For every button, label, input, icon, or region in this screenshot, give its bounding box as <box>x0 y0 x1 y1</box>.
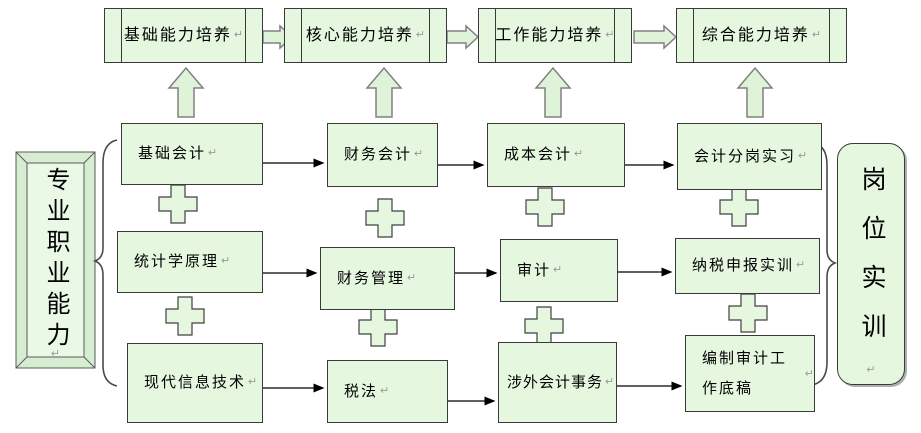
stage-box-basic: 基础能力培养↵ <box>104 8 263 63</box>
course-box: 财务管理↵ <box>320 247 455 310</box>
course-label: 审计 <box>517 262 552 279</box>
course-box: 税法↵ <box>327 360 448 423</box>
return-mark: ↵ <box>553 263 563 276</box>
right-training-label: 岗位实训 <box>858 166 885 362</box>
course-box: 涉外会计事务↵ <box>498 342 617 423</box>
course-label: 涉外会计事务 <box>507 374 604 391</box>
up-arrow-icon <box>167 66 774 118</box>
course-label: 成本会计 <box>504 147 573 163</box>
course-box: 会计分岗实习↵ <box>677 123 822 190</box>
return-mark: ↵ <box>50 348 61 360</box>
course-arrow-line <box>262 158 683 406</box>
course-box: 基础会计↵ <box>121 123 263 185</box>
course-box: 现代信息技术↵ <box>127 343 263 423</box>
course-label: 统计学原理 <box>134 254 220 270</box>
return-mark: ↵ <box>574 148 584 161</box>
left-capability-frame-shape <box>15 151 96 369</box>
return-mark: ↵ <box>221 255 231 268</box>
stage-label: 工作能力培养 <box>495 26 604 44</box>
left-capability-label: 专业职业能力 <box>42 167 68 353</box>
return-mark: ↵ <box>605 375 615 388</box>
return-mark: ↵ <box>407 271 417 284</box>
return-mark: ↵ <box>414 148 424 161</box>
stage-label: 核心能力培养 <box>305 26 414 44</box>
course-box: 成本会计↵ <box>487 123 625 187</box>
return-mark: ↵ <box>804 367 814 380</box>
course-box: 统计学原理↵ <box>117 231 263 293</box>
return-mark: ↵ <box>798 149 808 162</box>
stage-label: 基础能力培养 <box>123 26 232 44</box>
left-capability-box: 专业职业能力 ↵ <box>16 152 95 368</box>
return-mark: ↵ <box>811 28 822 41</box>
course-label: 税法 <box>344 383 379 400</box>
course-box: 编制审计工作底稿 ↵ <box>685 335 815 412</box>
course-label: 基础会计 <box>138 146 207 162</box>
course-label: 编制审计工作底稿 <box>702 350 788 397</box>
course-box: 纳税申报实训↵ <box>675 238 820 294</box>
course-label: 财务会计 <box>344 147 413 163</box>
stage-box-core: 核心能力培养↵ <box>284 8 447 63</box>
course-box: 审计↵ <box>500 239 618 302</box>
stage-label: 综合能力培养 <box>701 26 810 44</box>
return-mark: ↵ <box>233 28 244 41</box>
return-mark: ↵ <box>380 384 390 397</box>
course-label: 现代信息技术 <box>144 375 247 391</box>
return-mark: ↵ <box>415 28 426 41</box>
course-label: 会计分岗实习 <box>694 148 797 165</box>
return-mark: ↵ <box>208 147 218 160</box>
left-brace <box>92 139 118 387</box>
return-mark: ↵ <box>796 259 806 272</box>
stage-box-work: 工作能力培养↵ <box>478 8 632 63</box>
stage-box-comprehensive: 综合能力培养↵ <box>676 8 847 63</box>
return-mark: ↵ <box>866 364 876 376</box>
course-box: 财务会计↵ <box>327 123 438 187</box>
right-brace <box>811 141 838 386</box>
course-label: 财务管理 <box>337 270 406 287</box>
return-mark: ↵ <box>605 28 615 41</box>
course-label: 纳税申报实训 <box>692 258 795 274</box>
plus-icon <box>158 184 768 347</box>
right-training-box: 岗位实训 ↵ <box>837 143 905 385</box>
return-mark: ↵ <box>248 376 258 389</box>
